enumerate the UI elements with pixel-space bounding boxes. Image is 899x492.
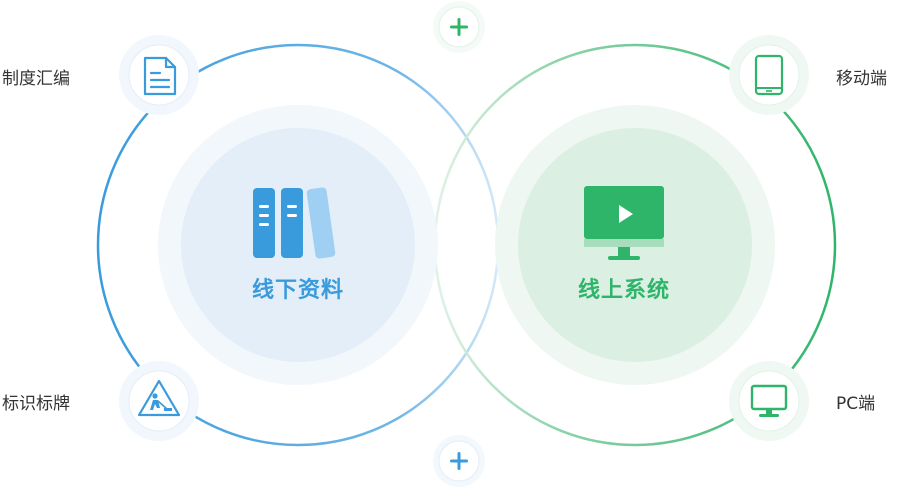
warning-sign-icon — [137, 379, 181, 417]
right-group-title: 线上系统 — [577, 278, 671, 303]
plus-bottom-badge — [433, 435, 485, 487]
plus-top-badge — [433, 1, 485, 53]
left-item-label-1: 标识标牌 — [2, 394, 70, 414]
books-icon — [253, 187, 336, 259]
left-group-title: 线下资料 — [251, 278, 345, 303]
document-badge — [119, 35, 199, 115]
monitor-icon — [750, 384, 788, 417]
document-icon — [143, 56, 177, 96]
tablet-icon — [754, 54, 784, 96]
video-monitor-icon — [584, 186, 664, 260]
right-item-label-1: PC端 — [836, 394, 876, 414]
left-item-label-0: 制度汇编 — [2, 69, 70, 89]
tablet-badge — [729, 35, 809, 115]
warning-sign-badge — [119, 361, 199, 441]
right-item-label-0: 移动端 — [836, 69, 887, 89]
monitor-badge — [729, 361, 809, 441]
